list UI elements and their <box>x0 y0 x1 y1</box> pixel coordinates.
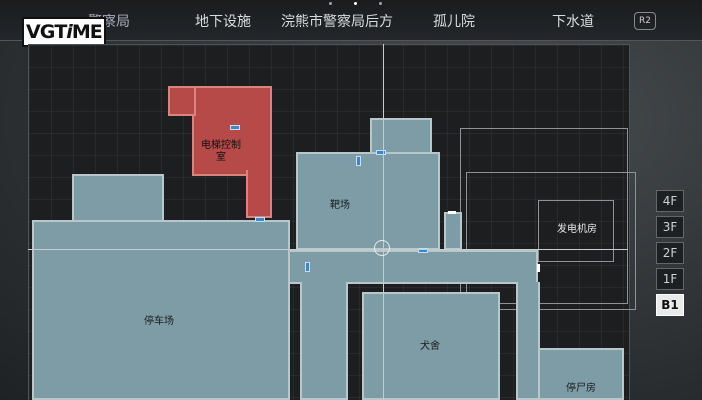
elevator-control-corridor <box>246 170 272 218</box>
r2-button[interactable]: R2 <box>634 12 656 30</box>
floor-4f-button[interactable]: 4F <box>656 190 684 212</box>
shooting-range-annex <box>370 118 432 154</box>
watermark-logo: V G T i M E <box>22 17 106 47</box>
logo-letter: i <box>66 21 72 43</box>
elevator-shaft <box>168 86 196 116</box>
logo-letter: E <box>89 21 103 43</box>
page-dot <box>329 2 332 5</box>
tab-rpd-back[interactable]: 浣熊市警察局后方 <box>281 14 393 30</box>
room-label-kennel: 犬舍 <box>420 341 440 352</box>
floor-b1-button[interactable]: B1 <box>656 294 684 316</box>
tab-sewers[interactable]: 下水道 <box>552 14 594 30</box>
floor-selector: 4F 3F 2F 1F B1 <box>656 190 684 320</box>
waypoint-marker <box>448 211 456 214</box>
page-dot-active <box>354 2 357 5</box>
room-label-shooting-range: 靶场 <box>330 200 350 211</box>
door-marker <box>230 125 240 130</box>
location-tab-bar: 警察局 地下设施 浣熊市警察局后方 孤儿院 下水道 R2 <box>0 0 702 41</box>
side-passage <box>444 212 462 250</box>
generator-room-outline <box>538 200 614 262</box>
east-corridor <box>516 282 540 400</box>
room-label-morgue: 停尸房 <box>566 383 596 394</box>
garage-north-wing <box>72 174 164 224</box>
door-marker <box>255 217 265 222</box>
logo-letter: G <box>39 21 56 43</box>
floor-2f-button[interactable]: 2F <box>656 242 684 264</box>
floor-1f-button[interactable]: 1F <box>656 268 684 290</box>
map-cursor-vertical <box>383 44 384 400</box>
map-cursor-horizontal <box>28 249 628 250</box>
waypoint-marker <box>537 264 540 272</box>
logo-letter: V <box>26 21 41 43</box>
morgue-room[interactable] <box>538 348 624 400</box>
map-cursor-icon[interactable] <box>374 240 390 256</box>
elevator-control-room[interactable] <box>192 86 272 176</box>
tab-orphanage[interactable]: 孤儿院 <box>433 14 475 30</box>
logo-letter: T <box>54 21 67 43</box>
door-marker <box>305 262 310 272</box>
page-dot <box>379 2 382 5</box>
door-marker <box>418 248 428 253</box>
tab-underground-facility[interactable]: 地下设施 <box>195 14 251 30</box>
central-corridor <box>288 250 538 284</box>
kennel-room[interactable] <box>362 292 500 400</box>
unexplored-area-outline <box>466 172 636 310</box>
west-corridor <box>300 282 348 400</box>
logo-letter: M <box>71 21 91 43</box>
door-marker <box>356 156 361 166</box>
page-indicator <box>0 2 702 6</box>
shooting-range-room[interactable] <box>296 152 440 250</box>
room-label-generator: 发电机房 <box>557 224 597 235</box>
room-label-elevator-control: 电梯控制 室 <box>201 140 241 163</box>
room-label-garage: 停车场 <box>144 316 174 327</box>
door-marker <box>376 150 386 155</box>
floor-3f-button[interactable]: 3F <box>656 216 684 238</box>
garage-room[interactable] <box>32 220 290 400</box>
